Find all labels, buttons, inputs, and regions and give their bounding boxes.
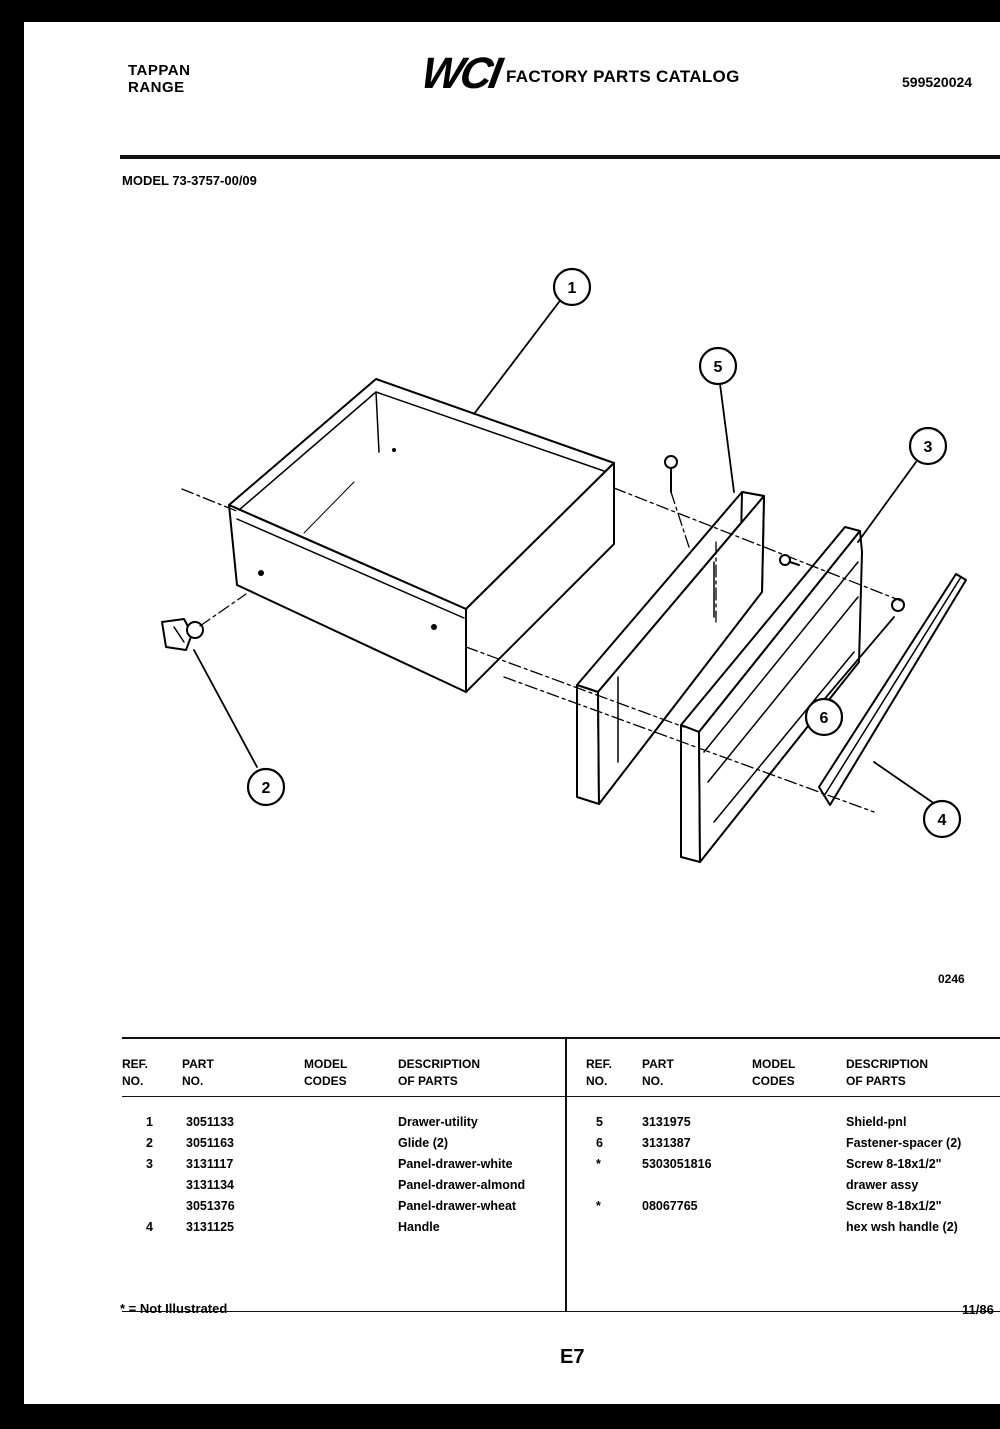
table-row-part: [642, 1217, 792, 1238]
right-part-column: 3131975 3131387 5303051816 08067765: [642, 1112, 792, 1238]
page-number: E7: [560, 1346, 585, 1368]
table-row-part: 3131134: [186, 1178, 234, 1192]
publication-number: 599520024: [902, 74, 973, 90]
table-row-desc: Handle: [398, 1220, 440, 1234]
table-row-part: 08067765: [642, 1199, 698, 1213]
left-part-column: 3051133 3051163 3131117 3131134 3051376 …: [186, 1112, 296, 1238]
table-row-desc: Fastener-spacer (2): [846, 1136, 962, 1150]
table-row-desc: Panel-drawer-white: [398, 1157, 513, 1171]
table-row-part: 3051133: [186, 1115, 234, 1129]
table-row-part: 3131125: [186, 1220, 234, 1234]
right-desc-column: Shield-pnl Fastener-spacer (2) Screw 8-1…: [846, 1112, 1000, 1238]
header-brand-block: TAPPAN RANGE: [128, 62, 190, 96]
table-row-part: 3051376: [186, 1199, 235, 1213]
table-row-ref: 6: [596, 1136, 603, 1150]
table-row-ref: *: [596, 1157, 601, 1171]
table-row-ref: 3: [146, 1157, 153, 1171]
table-row-ref: [596, 1217, 616, 1238]
left-desc-column: Drawer-utility Glide (2) Panel-drawer-wh…: [398, 1112, 564, 1238]
brand-name: TAPPAN: [128, 62, 191, 79]
glide-part: [161, 618, 204, 651]
table-header-rule: [122, 1096, 1000, 1097]
table-row-desc: Panel-drawer-wheat: [398, 1199, 517, 1213]
callout-label-2: 2: [262, 780, 271, 797]
table-row-part: 3131387: [642, 1136, 691, 1150]
table-row-desc: hex wsh handle (2): [846, 1220, 958, 1234]
callout-circles: [246, 267, 962, 839]
table-row-part: [642, 1175, 792, 1196]
catalog-page: TAPPAN RANGE WCI FACTORY PARTS CATALOG 5…: [24, 22, 1000, 1404]
callout-circle-5: [698, 346, 738, 386]
product-type: RANGE: [128, 79, 185, 96]
drawer-panel-part: [680, 526, 863, 863]
table-row-ref: [146, 1175, 166, 1196]
table-row-ref: [146, 1196, 166, 1217]
table-row-ref: 2: [146, 1136, 153, 1150]
revision-date: 11/86: [962, 1302, 994, 1317]
left-ref-column: 1 2 3 4: [146, 1112, 166, 1238]
callout-label-6: 6: [820, 710, 829, 727]
table-row-desc: Screw 8-18x1/2": [846, 1157, 942, 1171]
col-header-desc-left: DESCRIPTION OF PARTS: [398, 1057, 481, 1088]
col-header-codes-right: MODEL CODES: [752, 1057, 796, 1088]
table-row-desc: drawer assy: [846, 1178, 919, 1192]
callout-circle-4: [922, 799, 962, 839]
table-row-ref: [596, 1175, 616, 1196]
table-row-desc: Shield-pnl: [846, 1115, 907, 1129]
fasteners: [664, 455, 905, 612]
col-header-part-right: PART NO.: [642, 1057, 674, 1088]
drawer-part: [228, 378, 615, 693]
figure-code: 0246: [938, 972, 965, 986]
exploded-parts-diagram: 1 2 3 4 5 6: [161, 267, 967, 863]
col-header-ref-left: REF. NO.: [122, 1057, 149, 1088]
callout-label-5: 5: [714, 359, 723, 376]
table-row-desc: Panel-drawer-almond: [398, 1178, 526, 1192]
callout-circle-1: [552, 267, 592, 307]
assembly-lines: [181, 487, 905, 813]
table-row-part: 3131117: [186, 1157, 234, 1171]
handle-part: [818, 573, 967, 806]
callout-label-1: 1: [568, 280, 577, 297]
catalog-title: FACTORY PARTS CATALOG: [506, 67, 740, 86]
not-illustrated-note: * = Not Illustrated: [120, 1301, 228, 1316]
callout-circle-3: [908, 426, 948, 466]
table-row-ref: 5: [596, 1115, 603, 1129]
col-header-codes-left: MODEL CODES: [304, 1057, 348, 1088]
table-row-desc: Drawer-utility: [398, 1115, 478, 1129]
header-rule: [120, 155, 1000, 159]
table-row-ref: *: [596, 1199, 601, 1213]
callout-circle-6: [804, 697, 844, 737]
table-row-ref: 1: [146, 1115, 153, 1129]
callout-label-4: 4: [938, 812, 947, 829]
table-row-part: 3131975: [642, 1115, 691, 1129]
col-header-ref-right: REF. NO.: [586, 1057, 613, 1088]
right-ref-column: 5 6 * *: [596, 1112, 616, 1238]
table-row-desc: Glide (2): [398, 1136, 449, 1150]
table-column-divider: [565, 1038, 567, 1311]
col-header-part-left: PART NO.: [182, 1057, 214, 1088]
table-bottom-rule: [122, 1311, 1000, 1312]
table-row-ref: 4: [146, 1220, 153, 1234]
table-row-desc: Screw 8-18x1/2": [846, 1199, 942, 1213]
callout-circle-2: [246, 767, 286, 807]
col-header-desc-right: DESCRIPTION OF PARTS: [846, 1057, 929, 1088]
callout-label-3: 3: [924, 439, 933, 456]
table-top-rule: [122, 1037, 1000, 1039]
model-number: MODEL 73-3757-00/09: [122, 173, 257, 188]
table-row-part: 5303051816: [642, 1157, 712, 1171]
leader-lines: [193, 301, 933, 803]
table-row-part: 3051163: [186, 1136, 234, 1150]
